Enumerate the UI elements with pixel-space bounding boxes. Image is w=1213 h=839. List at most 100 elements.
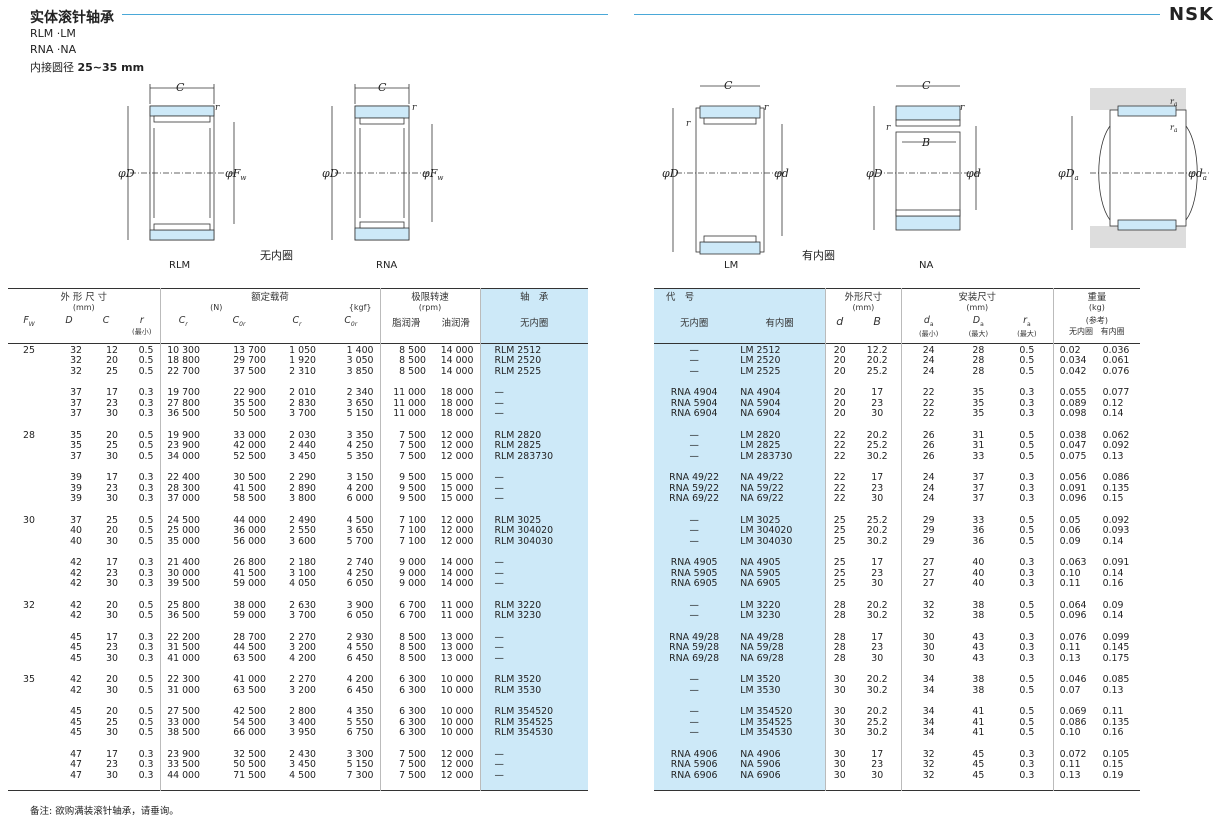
- cell-o: 12 000: [432, 440, 481, 452]
- cell-b: 30.2: [853, 727, 902, 739]
- cell-n: RNA 6905: [654, 578, 735, 590]
- cell-n: RNA 59/22: [654, 483, 735, 494]
- cell-o: 10 000: [432, 717, 481, 728]
- cell-w2: 0.16: [1102, 578, 1124, 589]
- cell-b: 20.2: [853, 525, 902, 537]
- cell-d: 42: [70, 567, 82, 579]
- cell-b: 17: [853, 471, 902, 484]
- fw-cell: [8, 654, 50, 665]
- lt-h-speed-unit: (rpm): [380, 303, 481, 315]
- cell-b: 20.2: [853, 705, 902, 718]
- cell-i: LM 354525: [734, 717, 826, 728]
- cell-w2: 0.036: [1102, 344, 1130, 356]
- lt-h-dims: 外 形 尺 寸: [8, 288, 161, 303]
- cell-c0r: 59 000: [233, 610, 266, 621]
- cell-r: 0.5: [124, 598, 161, 611]
- cell-d: 37: [70, 450, 82, 462]
- cell-i: LM 3220: [734, 598, 826, 611]
- cell-n: —: [654, 513, 735, 526]
- cell-ra: 0.3: [1001, 556, 1054, 569]
- cell-o: 12 000: [432, 536, 481, 547]
- fw-cell: [8, 771, 50, 782]
- cell-da: 45: [972, 759, 985, 770]
- cell-c0rk: 3 150: [322, 471, 381, 484]
- cell-da: 43: [972, 652, 985, 664]
- cell-o: 15 000: [432, 483, 481, 494]
- cell-ra: 0.3: [1001, 471, 1054, 484]
- cell-c: 30: [106, 652, 118, 664]
- cell-crk: 2 490: [289, 514, 316, 526]
- rt-h-code: 代 号: [654, 288, 826, 303]
- cell-d: 20: [833, 355, 846, 366]
- cell-n: RNA 4906: [654, 747, 735, 760]
- cell-g: 8 500: [399, 631, 426, 643]
- cell-d: 25: [833, 578, 846, 589]
- fw-cell: [8, 399, 50, 410]
- cell-w1: 0.06: [1059, 525, 1081, 536]
- cell-cr: 25 800: [167, 599, 200, 611]
- cell-r: 0.5: [124, 536, 161, 547]
- cell-n: —: [654, 727, 735, 739]
- cell-o: 13 000: [432, 630, 481, 643]
- cell-w1: 0.096: [1059, 493, 1087, 504]
- cell-i: LM 304020: [734, 525, 826, 537]
- cell-b: —: [480, 630, 588, 643]
- cell-b: 17: [853, 630, 902, 643]
- cell-r: 0.3: [124, 568, 161, 579]
- cell-w1: 0.069: [1059, 706, 1087, 717]
- cell-c: 20: [106, 355, 118, 366]
- cell-r: 0.3: [124, 759, 161, 771]
- fw-cell: [8, 484, 50, 495]
- cell-i: NA 69/22: [734, 493, 826, 505]
- cell-da: 24: [922, 355, 935, 366]
- cell-da: 30: [922, 631, 935, 643]
- cell-b: —: [480, 386, 588, 399]
- cell-c0rk: 3 850: [322, 366, 381, 377]
- cell-da: 32: [922, 599, 935, 611]
- cell-c: 20: [106, 674, 118, 685]
- cell-n: —: [654, 355, 735, 367]
- cell-g: 9 000: [399, 557, 426, 568]
- cell-b: 30: [853, 408, 902, 420]
- fw-cell: [8, 705, 50, 718]
- cell-c: 17: [106, 472, 118, 483]
- cell-da: 26: [922, 429, 935, 441]
- cell-b: RLM 2525: [480, 366, 588, 377]
- cell-r: 0.3: [124, 770, 161, 781]
- cell-o: 14 000: [432, 366, 481, 377]
- lt-h-load-kgf: {kgf}: [272, 303, 381, 315]
- fw-cell: [8, 569, 50, 580]
- cell-i: LM 3230: [734, 610, 826, 622]
- page-title: 实体滚针轴承: [30, 10, 114, 26]
- cell-da: 27: [922, 567, 935, 579]
- cell-b: 20.2: [853, 598, 902, 611]
- cell-b: 23: [853, 642, 902, 654]
- fw-cell: [8, 386, 50, 399]
- cell-da: 31: [972, 429, 985, 441]
- cell-cr: 39 500: [167, 578, 200, 589]
- cell-d: 35: [70, 440, 82, 451]
- rt-col-d: d: [836, 315, 844, 328]
- cell-da: 37: [972, 482, 985, 494]
- dim-label-r-lm: r: [764, 103, 769, 113]
- cell-cr: 27 500: [167, 706, 200, 717]
- lt-col-c0rk: C0r: [322, 315, 381, 343]
- cell-ra: 0.5: [1001, 440, 1054, 452]
- cell-d: 30: [833, 748, 846, 760]
- cell-o: 10 000: [432, 673, 481, 686]
- dim-label-c-rna: C: [378, 81, 387, 94]
- cell-cr: 24 500: [167, 514, 200, 526]
- cell-ra: 0.3: [1001, 759, 1054, 771]
- cell-r: 0.5: [124, 366, 161, 377]
- cell-da: 40: [972, 557, 985, 568]
- cell-crk: 4 050: [289, 578, 316, 589]
